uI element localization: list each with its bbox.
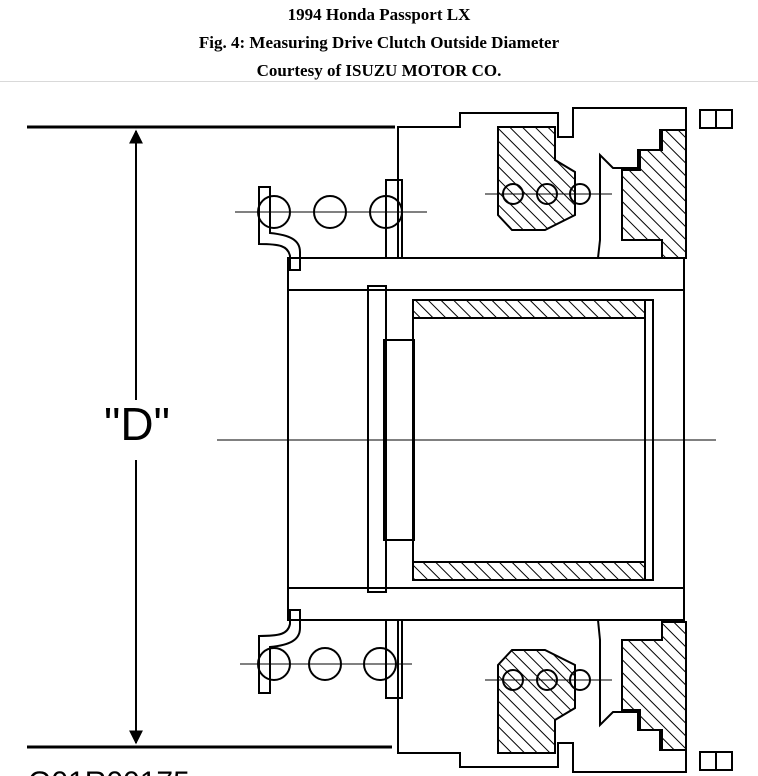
lower-hatched-plate <box>621 621 687 751</box>
dimension-label-mask <box>112 400 162 401</box>
upper-hatched-plate <box>621 129 687 259</box>
document-title: 1994 Honda Passport LX <box>287 5 471 24</box>
snap-ring-collar <box>383 339 415 541</box>
drive-clutch-diagram: "D" G01R00175 <box>27 107 733 776</box>
lower-support-block <box>385 619 403 699</box>
figure-caption: Fig. 4: Measuring Drive Clutch Outside D… <box>198 33 560 52</box>
courtesy-line: Courtesy of ISUZU MOTOR CO. <box>256 61 502 80</box>
snap-ring <box>367 285 387 593</box>
figure-code: G01R00175 <box>28 766 190 776</box>
upper-hatched-ring <box>497 126 576 231</box>
clutch-sleeve-bottom-hatch <box>412 561 646 581</box>
upper-spring-retainer <box>258 186 301 271</box>
lower-spring-retainer <box>258 609 301 694</box>
lower-hatched-ring <box>497 649 576 754</box>
page-header: 1994 Honda Passport LX Fig. 4: Measuring… <box>0 0 758 82</box>
dimension-label: "D" <box>104 398 170 450</box>
clutch-sleeve-top-hatch <box>412 299 646 319</box>
